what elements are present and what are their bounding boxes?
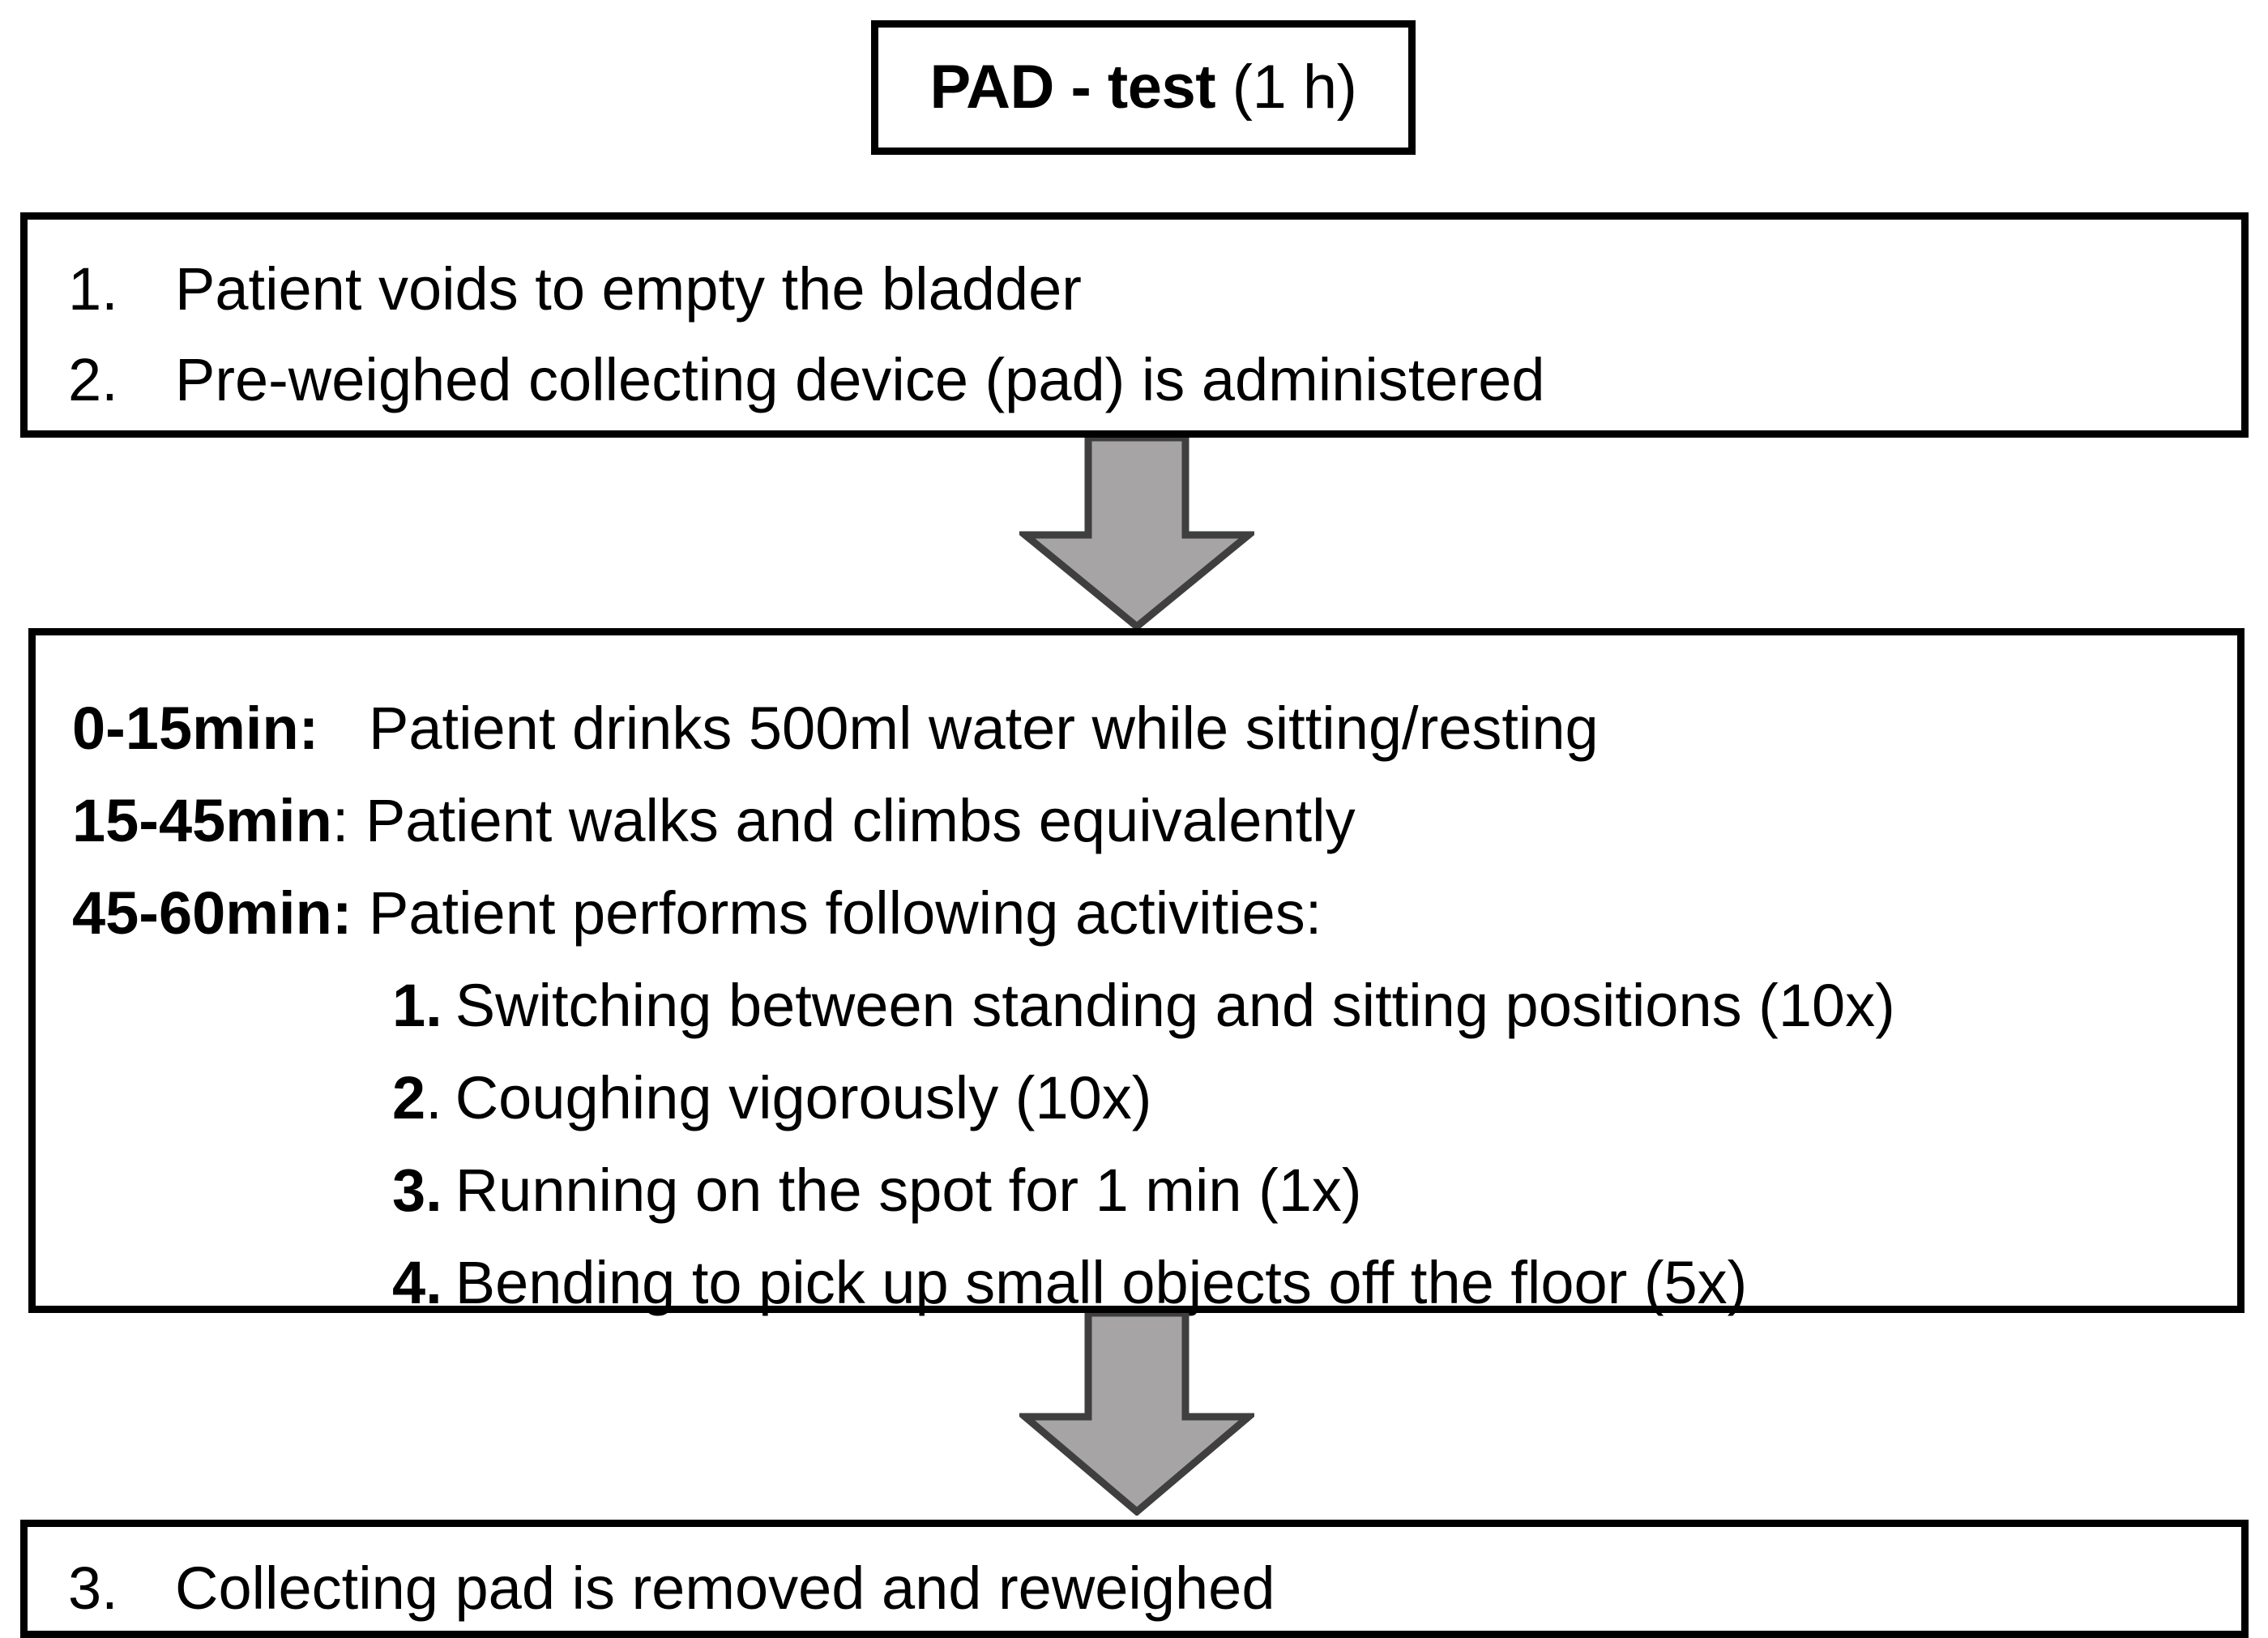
list-item-marker: 1. (68, 255, 118, 323)
activity-marker-dot: . (425, 1249, 442, 1316)
timed-step-label: 45-60min: (72, 879, 352, 947)
activity-item: 3. Running on the spot for 1 min (1x) (36, 1144, 2237, 1237)
title-regular-part: (1 h) (1215, 53, 1357, 122)
activity-item: 4. Bending to pick up small objects off … (36, 1237, 2237, 1329)
timed-step-colon: : (331, 787, 349, 854)
timed-step-45-60: 45-60min: Patient performs following act… (36, 867, 2237, 960)
arrow-box-one-to-box-two (1019, 438, 1254, 631)
timed-step-gap (348, 775, 365, 867)
arrow-box-two-to-box-three (1019, 1313, 1254, 1516)
timed-step-text: Patient walks and climbs equivalently (365, 787, 1356, 854)
activity-item: 1. Switching between standing and sittin… (36, 960, 2237, 1052)
activity-text: Bending to pick up small objects off the… (455, 1249, 1748, 1316)
timed-step-text: Patient performs following activities: (369, 879, 1322, 947)
timed-step-15-45: 15-45min: Patient walks and climbs equiv… (36, 775, 2237, 867)
list-item-text: Pre-weighed collecting device (pad) is a… (175, 346, 1545, 413)
activity-text: Switching between standing and sitting p… (455, 972, 1895, 1039)
timed-step-gap (352, 867, 369, 960)
timed-step-label: 15-45min (72, 787, 332, 854)
activity-text: Running on the spot for 1 min (1x) (455, 1157, 1362, 1224)
timed-step-0-15: 0-15min: Patient drinks 500ml water whil… (36, 682, 2237, 775)
list-item-text: Patient voids to empty the bladder (175, 255, 1082, 323)
list-item: 3. Collecting pad is removed and reweigh… (28, 1543, 2241, 1634)
activity-marker: 1 (392, 972, 426, 1039)
activity-marker-dot: . (425, 1064, 442, 1131)
list-item: 1. Patient voids to empty the bladder (28, 244, 2241, 335)
timed-protocol-box: 0-15min: Patient drinks 500ml water whil… (28, 628, 2245, 1316)
timed-step-label: 0-15min: (72, 695, 319, 762)
title-bold-part: PAD - test (929, 53, 1216, 122)
preparation-steps-box: 1. Patient voids to empty the bladder 2.… (20, 212, 2249, 438)
list-item: 2. Pre-weighed collecting device (pad) i… (28, 335, 2241, 426)
timed-step-text: Patient drinks 500ml water while sitting… (369, 695, 1599, 762)
timed-step-gap (318, 682, 369, 775)
activity-marker-dot: . (425, 972, 442, 1039)
list-item-marker: 2. (68, 346, 118, 413)
activity-marker: 2 (392, 1064, 426, 1131)
page-title: PAD - test (1 h) (930, 57, 1357, 118)
activity-marker-dot: . (425, 1157, 442, 1224)
completion-step-box: 3. Collecting pad is removed and reweigh… (20, 1520, 2249, 1638)
pad-test-title-box: PAD - test (1 h) (871, 20, 1416, 155)
activity-item: 2. Coughing vigorously (10x) (36, 1052, 2237, 1144)
activity-text: Coughing vigorously (10x) (455, 1064, 1152, 1131)
activity-marker: 4 (392, 1249, 426, 1316)
list-item-text: Collecting pad is removed and reweighed (175, 1555, 1275, 1622)
activity-marker: 3 (392, 1157, 426, 1224)
list-item-marker: 3. (68, 1555, 118, 1622)
